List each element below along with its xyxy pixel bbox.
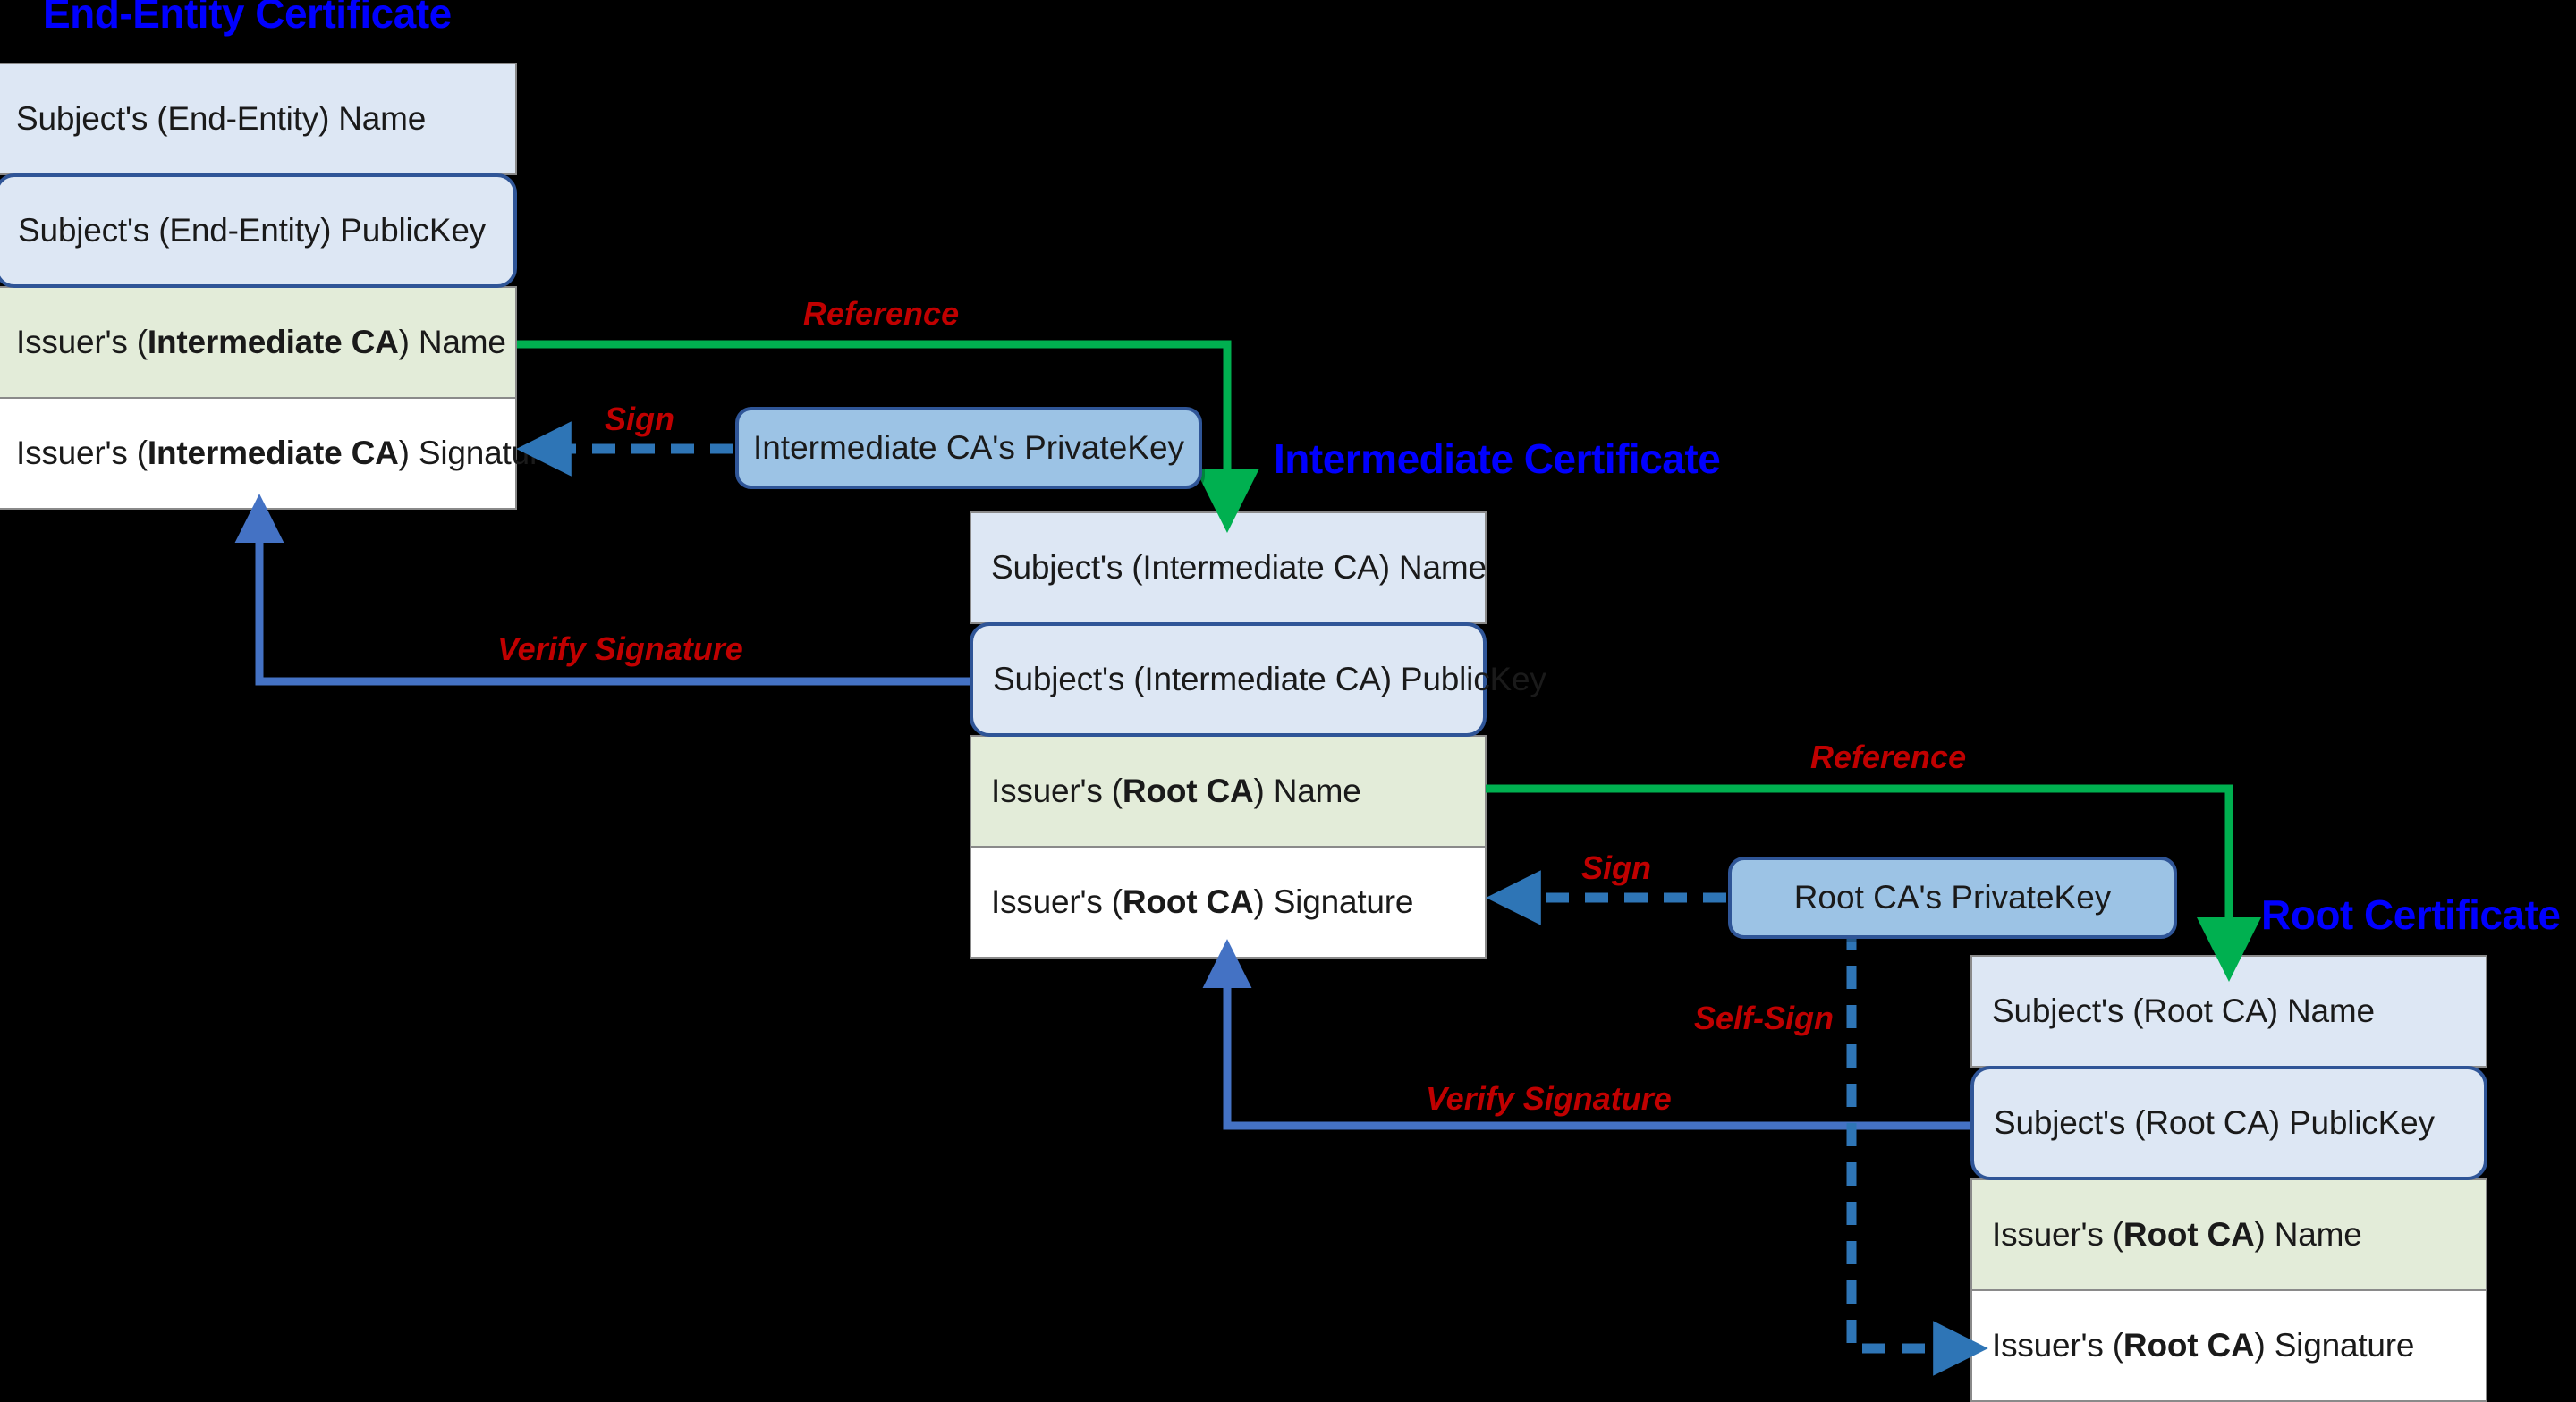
- root-subject-name-row: Subject's (Root CA) Name: [1970, 955, 2487, 1068]
- self-sign-edge: [1846, 926, 1988, 1376]
- intermediate-ca-privatekey-box: Intermediate CA's PrivateKey: [735, 407, 1202, 489]
- intermediate-issuer-signature-row: Issuer's (Root CA) Signature: [970, 846, 1487, 959]
- sign-label-lower: Sign: [1581, 849, 1651, 886]
- intermediate-certificate-title: Intermediate Certificate: [1274, 435, 1721, 482]
- root-issuer-name-text: Issuer's (Root CA) Name: [1992, 1216, 2362, 1253]
- intermediate-subject-publickey-text: Subject's (Intermediate CA) PublicKey: [993, 661, 1546, 697]
- end-entity-certificate-title: End-Entity Certificate: [43, 0, 452, 37]
- verify-signature-label-lower: Verify Signature: [1426, 1080, 1672, 1117]
- end-entity-subject-name-row: Subject's (End-Entity) Name: [0, 63, 517, 175]
- end-entity-certificate-card: Subject's (End-Entity) Name Subject's (E…: [0, 63, 559, 510]
- intermediate-subject-publickey-row: Subject's (Intermediate CA) PublicKey: [970, 622, 1546, 737]
- end-entity-issuer-name-text: Issuer's (Intermediate CA) Name: [16, 324, 506, 360]
- end-entity-subject-name-text: Subject's (End-Entity) Name: [16, 100, 427, 137]
- root-issuer-name-row: Issuer's (Root CA) Name: [1970, 1178, 2487, 1291]
- root-issuer-signature-row: Issuer's (Root CA) Signature: [1970, 1289, 2487, 1402]
- intermediate-subject-name-text: Subject's (Intermediate CA) Name: [991, 549, 1487, 586]
- intermediate-ca-privatekey-text: Intermediate CA's PrivateKey: [752, 429, 1185, 466]
- root-subject-name-text: Subject's (Root CA) Name: [1992, 992, 2375, 1029]
- end-entity-subject-publickey-row: Subject's (End-Entity) PublicKey: [0, 173, 517, 288]
- intermediate-issuer-name-row: Issuer's (Root CA) Name: [970, 735, 1487, 848]
- root-subject-publickey-text: Subject's (Root CA) PublicKey: [1994, 1104, 2435, 1141]
- reference-label-lower: Reference: [1810, 739, 1967, 775]
- intermediate-subject-name-row: Subject's (Intermediate CA) Name: [970, 511, 1487, 624]
- root-issuer-signature-text: Issuer's (Root CA) Signature: [1992, 1327, 2415, 1364]
- intermediate-issuer-name-text: Issuer's (Root CA) Name: [991, 773, 1361, 809]
- verify-signature-label-upper: Verify Signature: [497, 630, 743, 667]
- intermediate-issuer-signature-text: Issuer's (Root CA) Signature: [991, 883, 1414, 920]
- intermediate-certificate-card: Subject's (Intermediate CA) Name Subject…: [970, 511, 1546, 959]
- root-certificate-card: Subject's (Root CA) Name Subject's (Root…: [1970, 955, 2487, 1402]
- end-entity-issuer-name-row: Issuer's (Intermediate CA) Name: [0, 286, 517, 399]
- root-certificate-title: Root Certificate: [2261, 891, 2561, 938]
- sign-label-upper: Sign: [605, 401, 674, 437]
- reference-label-upper: Reference: [803, 295, 960, 332]
- root-ca-privatekey-box: Root CA's PrivateKey: [1728, 857, 2177, 939]
- end-entity-issuer-signature-row: Issuer's (Intermediate CA) Signature: [0, 397, 559, 510]
- root-subject-publickey-row: Subject's (Root CA) PublicKey: [1970, 1066, 2487, 1180]
- root-ca-privatekey-text: Root CA's PrivateKey: [1793, 879, 2112, 916]
- end-entity-issuer-signature-text: Issuer's (Intermediate CA) Signature: [16, 435, 559, 471]
- self-sign-label: Self-Sign: [1694, 1000, 1835, 1036]
- end-entity-subject-publickey-text: Subject's (End-Entity) PublicKey: [18, 212, 486, 249]
